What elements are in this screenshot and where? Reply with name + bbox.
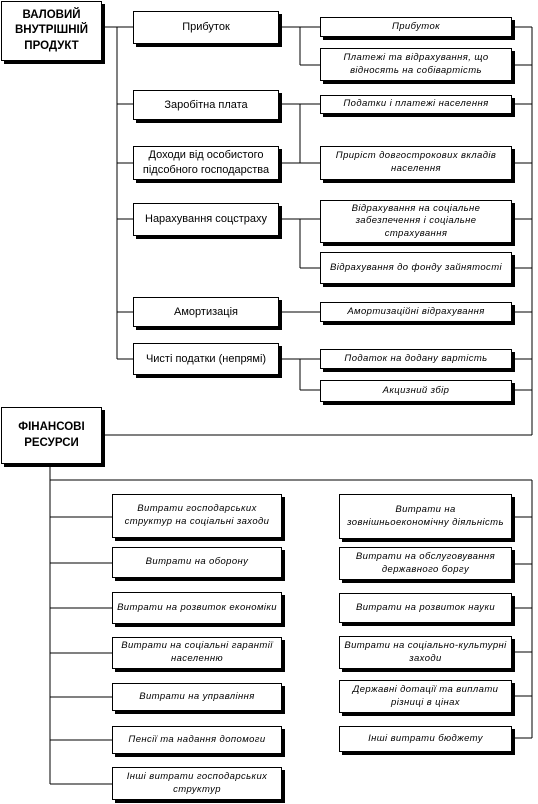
source-profit: Прибуток: [133, 11, 279, 44]
revenue-vat: Податок на додану вартість: [320, 349, 512, 369]
source-depreciation: Амортизація: [133, 297, 279, 327]
expense-foreign-activity: Витрати на зовнішньоекономічну діяльніст…: [339, 494, 512, 539]
expense-other-budget: Інші витрати бюджету: [339, 726, 512, 752]
expense-social-cultural: Витрати на соціально-культурні заходи: [339, 636, 512, 669]
revenue-depreciation: Амортизаційні відрахування: [320, 302, 512, 322]
expense-subsidies: Державні дотації та виплати різниці в ці…: [339, 680, 512, 713]
revenue-population-taxes: Податки і платежі населення: [320, 95, 512, 114]
revenue-employment-fund: Відрахування до фонду зайнятості: [320, 252, 512, 284]
expense-pensions: Пенсії та надання допомоги: [112, 726, 282, 754]
expense-social-guarantees: Витрати на соціальні гарантії населенню: [112, 637, 282, 669]
expense-other-structures: Інші витрати господарських структур: [112, 767, 282, 800]
expense-administration: Витрати на управління: [112, 683, 282, 711]
revenue-excise: Акцизний збір: [320, 380, 512, 402]
expense-debt-service: Витрати на обслуговування державного бор…: [339, 547, 512, 580]
source-household-income: Доходи від особистого підсобного господа…: [133, 146, 279, 180]
gdp-box: ВАЛОВИЙ ВНУТРІШНІЙ ПРОДУКТ: [1, 1, 102, 61]
source-net-taxes: Чисті податки (непрямі): [133, 343, 279, 375]
revenue-cost-payments: Платежі та відрахування, що відносять на…: [320, 48, 512, 81]
revenue-profit: Прибуток: [320, 17, 512, 37]
source-wages: Заробітна плата: [133, 90, 279, 120]
expense-defense: Витрати на оборону: [112, 547, 282, 578]
source-social-insurance: Нарахування соцстраху: [133, 203, 279, 236]
expense-science: Витрати на розвиток науки: [339, 593, 512, 623]
expense-economy: Витрати на розвиток економіки: [112, 592, 282, 624]
revenue-deposit-growth: Приріст довгострокових вкладів населення: [320, 146, 512, 180]
revenue-social-contributions: Відрахування на соціальне забезпечення і…: [320, 200, 512, 243]
financial-resources-box: ФІНАНСОВІ РЕСУРСИ: [1, 407, 102, 464]
expense-social-measures: Витрати господарських структур на соціал…: [112, 494, 282, 538]
